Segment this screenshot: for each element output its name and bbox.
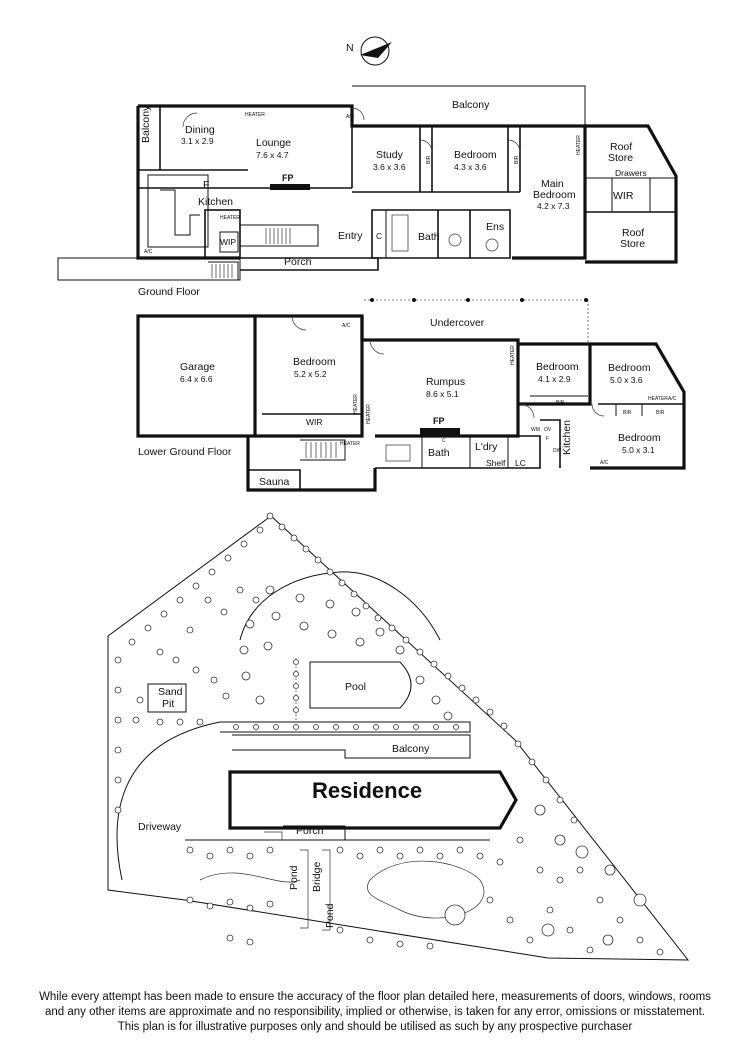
- site-bridge: Bridge: [311, 861, 323, 892]
- ground-floor-plan: [57, 85, 678, 281]
- disclaimer-line-2: and any other items are approximate and …: [44, 1006, 706, 1018]
- room-bedroom-a-name: Bedroom: [293, 356, 336, 368]
- site-sand-l1: Sand: [158, 686, 183, 698]
- room-dining-dim: 3.1 x 2.9: [181, 136, 214, 146]
- ground-ac-2: A/C: [346, 114, 355, 120]
- site-plan: [107, 512, 690, 961]
- site-residence: Residence: [312, 778, 422, 803]
- lower-undercover: Undercover: [430, 317, 485, 329]
- ground-kitchen: Kitchen: [198, 196, 233, 208]
- lower-f: F: [546, 436, 549, 442]
- room-bedroom-b-dim: 4.1 x 2.9: [538, 374, 571, 384]
- lower-heater-2: HEATER: [648, 396, 668, 402]
- lower-bath: Bath: [428, 447, 450, 459]
- ground-c: C: [376, 231, 382, 241]
- room-main-bedroom-l2: Bedroom: [533, 189, 576, 201]
- ground-floor-label: Ground Floor: [138, 286, 200, 298]
- ground-bath: Bath: [418, 231, 440, 243]
- ground-porch: Porch: [284, 256, 312, 268]
- room-bedroom-dim: 4.3 x 3.6: [454, 162, 487, 172]
- site-pool: Pool: [345, 681, 366, 693]
- site-porch: Porch: [296, 825, 324, 837]
- compass-letter: N: [346, 42, 354, 54]
- roof-store-2-l2: Store: [620, 238, 645, 250]
- ground-wir: WIR: [613, 190, 634, 202]
- room-main-bedroom-dim: 4.2 x 7.3: [537, 201, 570, 211]
- ground-bir-1: BIR: [426, 155, 432, 164]
- ground-drawers: Drawers: [615, 168, 647, 178]
- ground-heater-1: HEATER: [245, 112, 265, 118]
- site-balcony: Balcony: [392, 743, 430, 755]
- ground-ens: Ens: [486, 221, 504, 233]
- room-rumpus-dim: 8.6 x 5.1: [426, 389, 459, 399]
- room-garage-name: Garage: [180, 361, 215, 373]
- lower-bir-1: BIR: [556, 400, 565, 406]
- lower-dw: DW: [553, 448, 562, 454]
- lower-wir: WIR: [306, 417, 323, 427]
- room-study-name: Study: [376, 149, 404, 161]
- roof-store-2-l1: Roof: [622, 227, 644, 239]
- roof-store-1-l1: Roof: [610, 141, 632, 153]
- room-bedroom-c-dim: 5.0 x 3.6: [610, 375, 643, 385]
- lower-bir-2: BIR: [623, 410, 632, 416]
- room-main-bedroom-l1: Main: [541, 178, 564, 190]
- room-bedroom-d-dim: 5.0 x 3.1: [622, 445, 655, 455]
- site-pond-1: Pond: [288, 865, 300, 890]
- site-pond-2: Pond: [324, 903, 336, 928]
- lower-heater-1: HEATER: [340, 441, 360, 447]
- lower-ov: OV: [544, 427, 552, 433]
- lower-ground-floor-plan: [136, 298, 686, 492]
- ground-heater-3: HEATER: [576, 135, 582, 155]
- roof-store-1-l2: Store: [608, 152, 633, 164]
- room-lounge-dim: 7.6 x 4.7: [256, 150, 289, 160]
- ground-heater-2: HEATER: [220, 215, 240, 221]
- lower-heater-4: HEATER: [366, 404, 372, 424]
- disclaimer-line-3: This plan is for illustrative purposes o…: [117, 1021, 633, 1033]
- lower-shelf: Shelf: [486, 458, 506, 468]
- lower-fp-label: FP: [433, 416, 445, 426]
- disclaimer-line-1: While every attempt has been made to ens…: [39, 991, 711, 1003]
- ground-bir-2: BIR: [514, 155, 520, 164]
- room-bedroom-a-dim: 5.2 x 5.2: [294, 369, 327, 379]
- north-compass: N: [346, 36, 392, 66]
- room-study-dim: 3.6 x 3.6: [373, 162, 406, 172]
- room-rumpus-name: Rumpus: [426, 376, 465, 388]
- room-balcony-top: Balcony: [452, 99, 490, 111]
- room-balcony-side: Balcony: [140, 105, 152, 143]
- site-driveway: Driveway: [138, 821, 182, 833]
- ground-wip: WIP: [220, 237, 236, 247]
- floor-plan-drawing: N: [57, 36, 690, 961]
- ground-f: F: [203, 179, 209, 191]
- lower-bir-3: BIR: [656, 410, 665, 416]
- lower-sauna: Sauna: [259, 476, 290, 488]
- room-garage-dim: 6.4 x 6.6: [180, 374, 213, 384]
- lower-lc: LC: [515, 458, 526, 468]
- lower-ac-1: A/C: [342, 323, 351, 329]
- lower-wm: WM: [531, 427, 540, 433]
- room-bedroom-d-name: Bedroom: [618, 432, 661, 444]
- lower-ldry: L'dry: [475, 441, 498, 453]
- room-bedroom-name: Bedroom: [454, 149, 497, 161]
- disclaimer: While every attempt has been made to ens…: [0, 990, 750, 1035]
- room-dining-name: Dining: [185, 124, 215, 136]
- room-lounge-name: Lounge: [256, 137, 291, 149]
- ground-ac-1: A/C: [144, 249, 153, 255]
- ground-entry: Entry: [338, 230, 363, 242]
- lower-heater-5: HEATER: [510, 345, 516, 365]
- lower-ac-3: A/C: [600, 460, 609, 466]
- ground-fp-label: FP: [282, 173, 294, 183]
- site-sand-l2: Pit: [162, 698, 174, 710]
- lower-kitchen: Kitchen: [561, 420, 573, 455]
- lower-c: C: [442, 438, 446, 444]
- room-bedroom-c-name: Bedroom: [608, 362, 651, 374]
- lower-heater-3: HEATER: [353, 394, 359, 414]
- lower-floor-label: Lower Ground Floor: [138, 446, 232, 458]
- lower-ac-2: A/C: [668, 396, 677, 402]
- room-bedroom-b-name: Bedroom: [536, 361, 579, 373]
